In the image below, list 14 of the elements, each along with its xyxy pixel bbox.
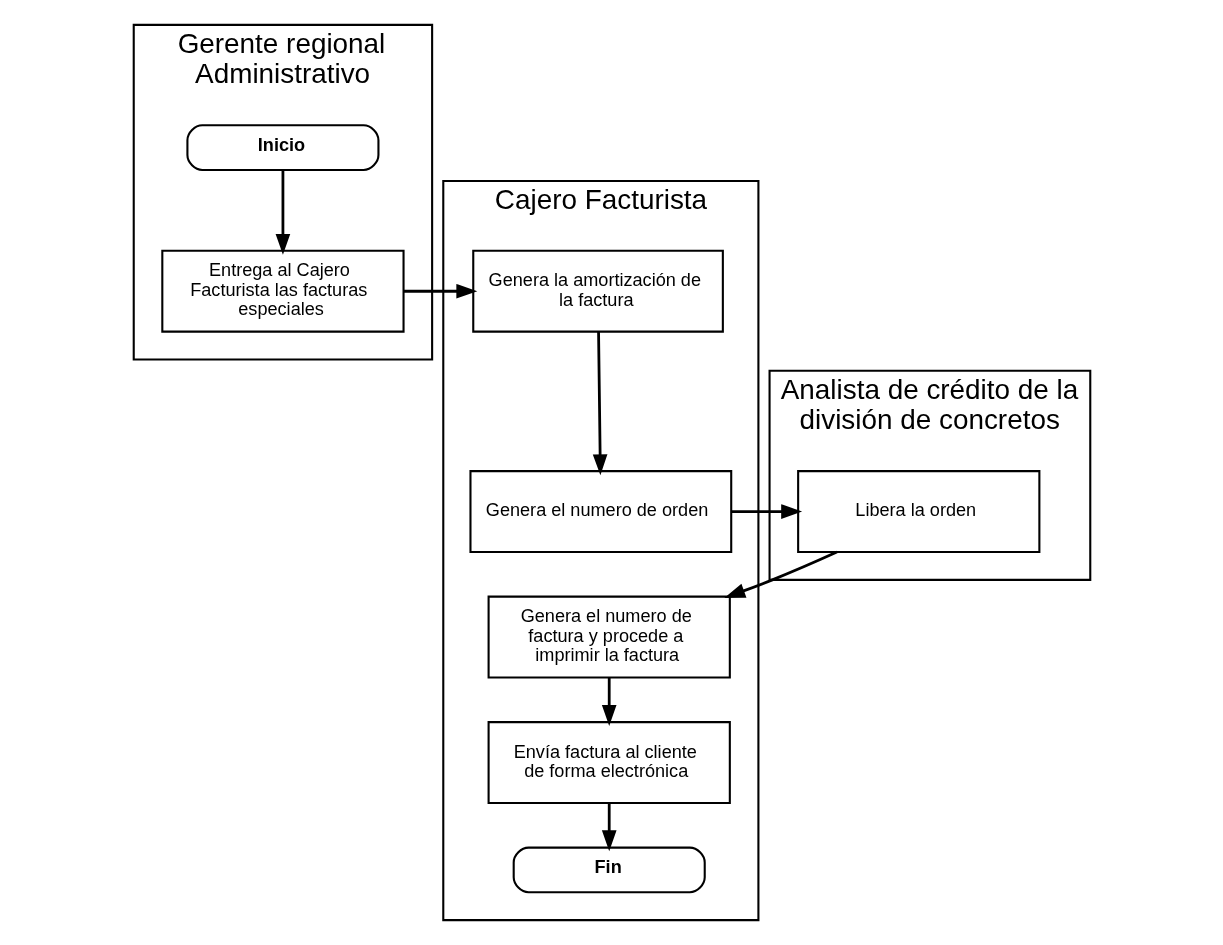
node-box: Envía factura al cliente de forma electrónica <box>487 721 731 804</box>
arrow <box>592 332 607 476</box>
arrow <box>601 677 617 726</box>
arrow <box>730 504 802 519</box>
node-box: Genera la amortización de la factura <box>471 249 724 333</box>
arrow <box>275 170 290 255</box>
node-box: Inicio <box>185 124 379 171</box>
node-box: Libera la orden <box>796 470 1040 554</box>
arrow <box>403 283 477 299</box>
node-box: Genera el numero de orden <box>468 470 732 554</box>
arrow <box>601 803 617 852</box>
node-box: Fin <box>512 846 706 894</box>
node-box: Genera el numero de factura y procede a imprimir la factura <box>487 595 731 679</box>
node-box: Entrega al Cajero Facturista las facturas especiales <box>160 249 405 333</box>
